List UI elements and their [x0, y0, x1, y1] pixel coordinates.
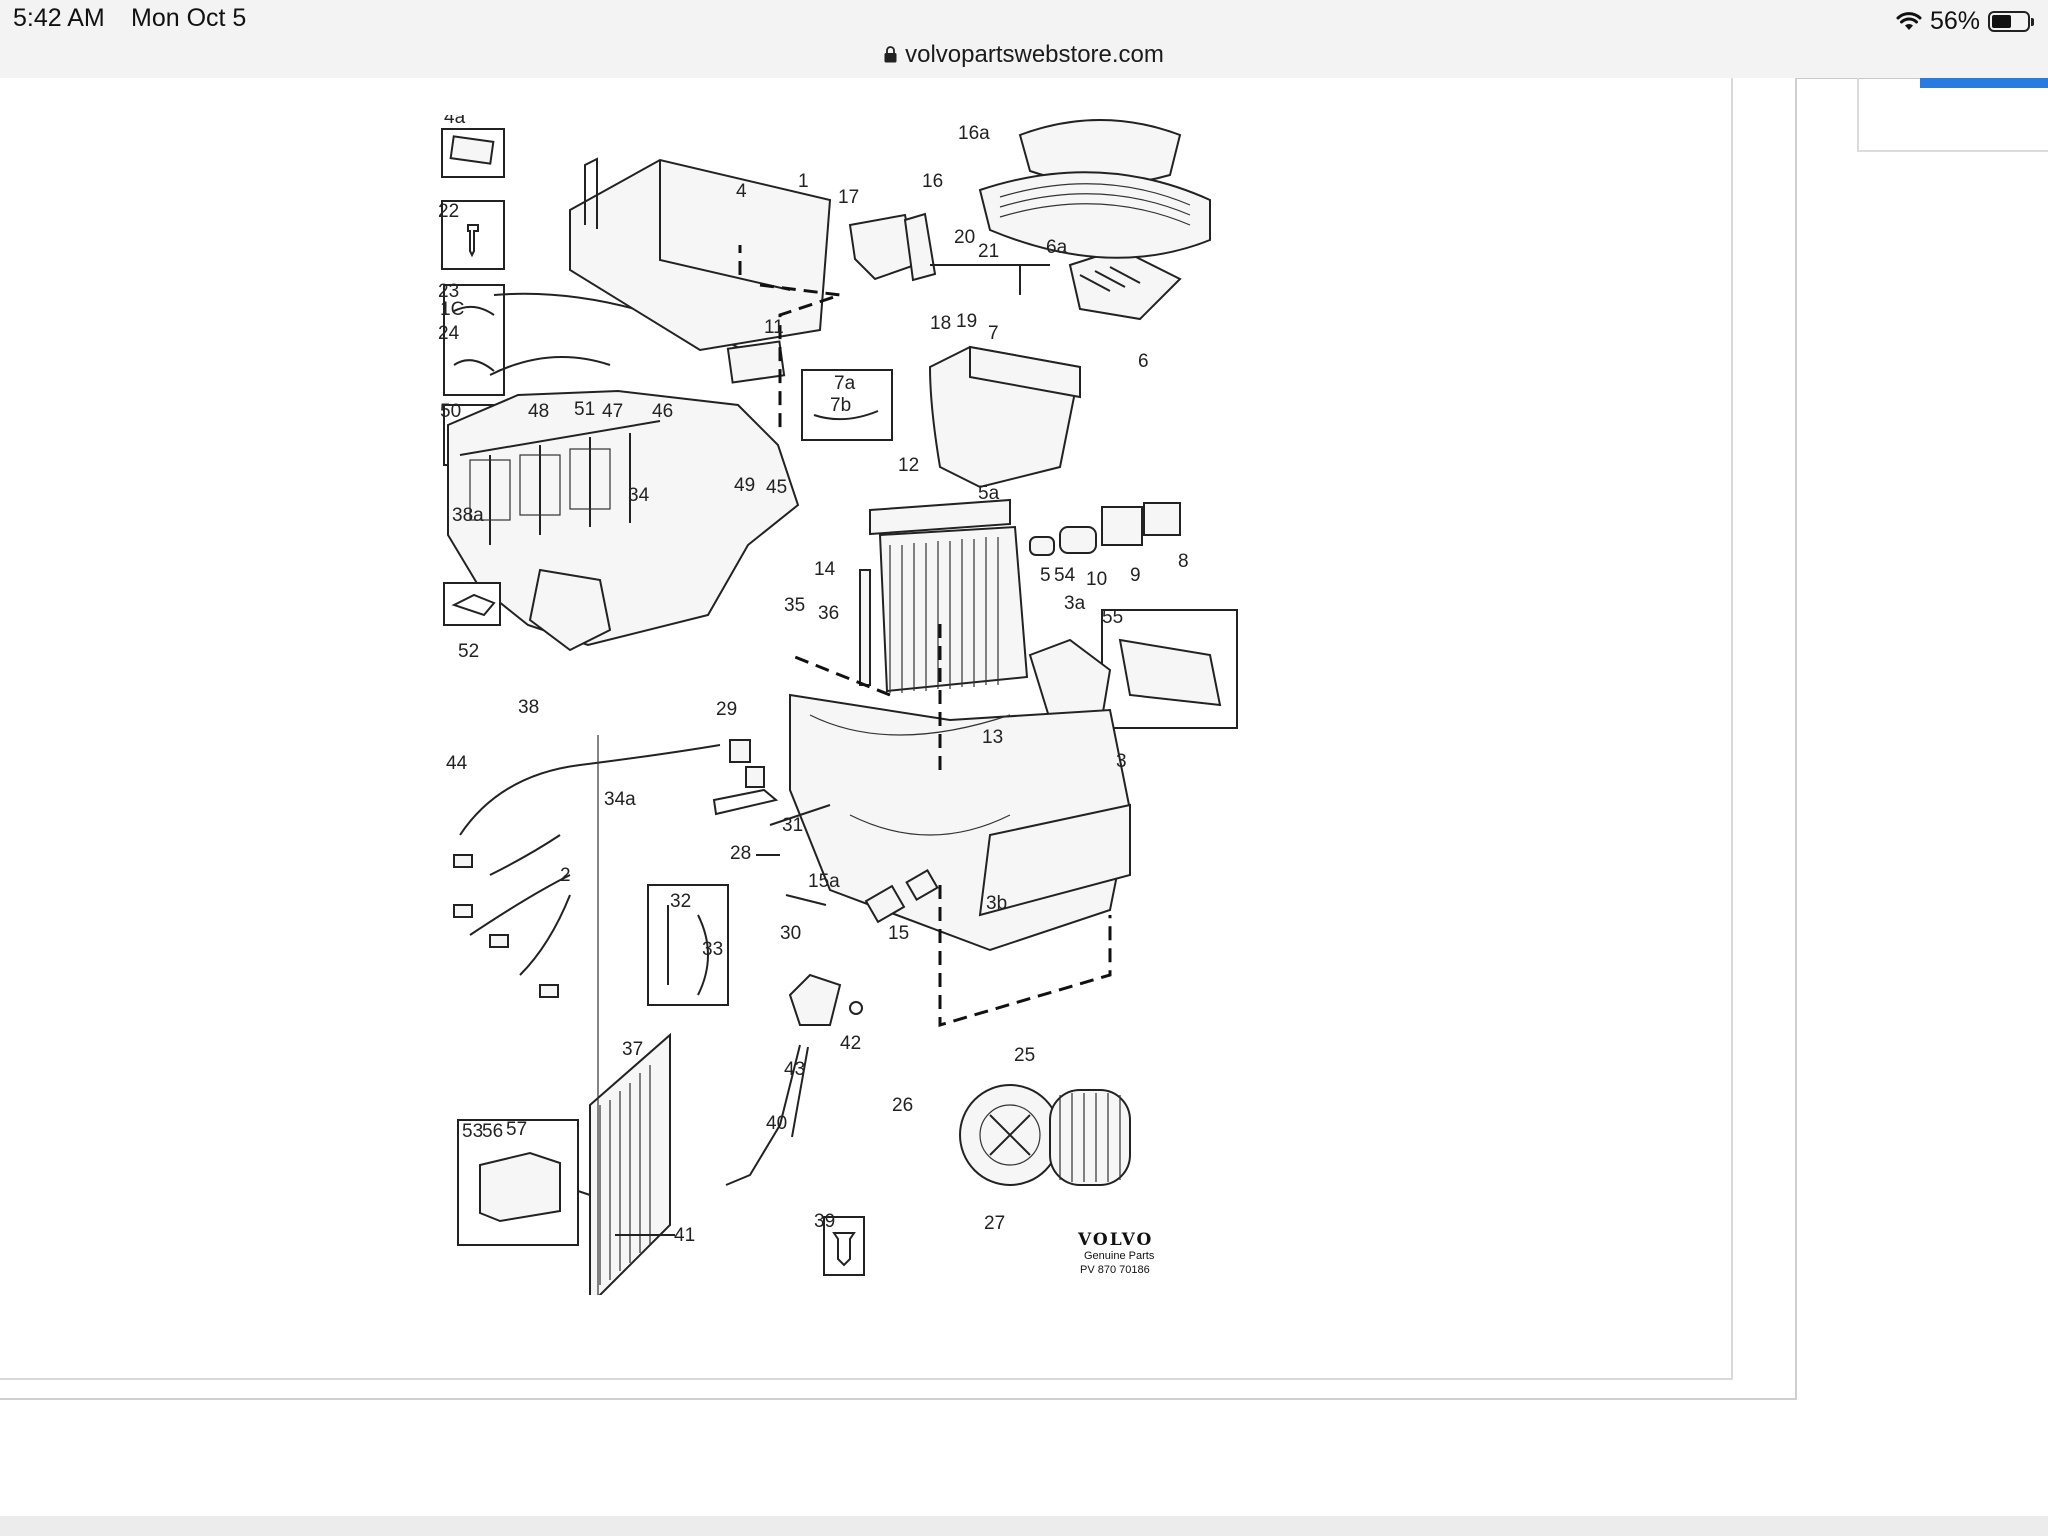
callout-label[interactable]: 7a [834, 373, 856, 394]
callout-label[interactable]: 1C [440, 299, 464, 320]
address-bar[interactable]: volvopartswebstore.com [0, 38, 2048, 72]
callout-label[interactable]: 25 [1014, 1045, 1035, 1066]
callout-label[interactable]: 3a [1064, 593, 1086, 614]
callout-label[interactable]: 15 [888, 923, 909, 944]
callout-label[interactable]: 54 [1054, 565, 1076, 586]
callout-label[interactable]: 3b [986, 893, 1007, 914]
content-frame [0, 78, 1733, 1380]
callout-label[interactable]: 21 [978, 241, 999, 262]
callout-label[interactable]: 17 [838, 187, 859, 208]
callout-label[interactable]: 43 [784, 1059, 805, 1080]
callout-label[interactable]: 24 [438, 323, 460, 344]
battery-fill [1992, 14, 2011, 28]
callout-label[interactable]: 16a [958, 123, 990, 144]
callout-label[interactable]: 56 [482, 1121, 503, 1142]
callout-label[interactable]: 4 [736, 181, 747, 202]
callout-label[interactable]: 34a [604, 789, 636, 810]
callout-label[interactable]: 6 [1138, 351, 1149, 372]
callout-label[interactable]: 47 [602, 401, 623, 422]
callout-label[interactable]: 23 [438, 281, 459, 302]
callout-label[interactable]: 7b [830, 395, 851, 416]
callout-label[interactable]: 45 [766, 477, 787, 498]
callout-label[interactable]: 10 [1086, 569, 1107, 590]
brand-part-number: PV 870 70186 [1080, 1264, 1150, 1276]
callout-label[interactable]: 13 [982, 727, 1003, 748]
callout-label[interactable]: 27 [984, 1213, 1005, 1234]
callout-label[interactable]: 53 [462, 1121, 483, 1142]
callout-label[interactable]: 11 [764, 317, 784, 338]
callout-label[interactable]: 16 [922, 171, 943, 192]
callout-label[interactable]: 46 [652, 401, 673, 422]
callout-label[interactable]: 19 [956, 311, 977, 332]
callout-label[interactable]: 2 [560, 865, 571, 886]
callout-label[interactable]: 29 [716, 699, 737, 720]
battery-percent: 56% [1929, 6, 1980, 35]
callout-label[interactable]: 39 [814, 1211, 835, 1232]
callout-label[interactable]: 40 [766, 1113, 787, 1134]
brand-subtitle: Genuine Parts [1084, 1250, 1155, 1262]
callout-label[interactable]: 3 [1116, 751, 1127, 772]
wifi-icon [1896, 12, 1922, 30]
lock-icon [884, 45, 897, 62]
callout-label[interactable]: 26 [892, 1095, 913, 1116]
callout-label[interactable]: 57 [506, 1119, 527, 1140]
callout-label[interactable]: 36 [818, 603, 839, 624]
status-date: Mon Oct 5 [131, 4, 247, 32]
callout-label[interactable]: 34 [628, 485, 650, 506]
callout-label[interactable]: 44 [446, 753, 468, 774]
callout-label[interactable]: 42 [840, 1033, 861, 1054]
callout-label[interactable]: 55 [1102, 607, 1123, 628]
callout-label[interactable]: 51 [574, 399, 595, 420]
callout-layer: 4a 22 23 1C 24 50 48 51 47 46 38a 34 52 … [438, 115, 1189, 1276]
parts-diagram[interactable]: 4a 22 23 1C 24 50 48 51 47 46 38a 34 52 … [430, 115, 1280, 1295]
url-text[interactable]: volvopartswebstore.com [905, 41, 1164, 68]
callout-label[interactable]: 1 [798, 171, 809, 192]
callout-label[interactable]: 4a [444, 115, 466, 128]
callout-label[interactable]: 48 [528, 401, 549, 422]
callout-label[interactable]: 9 [1130, 565, 1141, 586]
status-indicators: 56% [1896, 4, 2034, 38]
callout-label[interactable]: 30 [780, 923, 801, 944]
callout-label[interactable]: 8 [1178, 551, 1189, 572]
callout-label[interactable]: 7 [988, 323, 999, 344]
callout-label[interactable]: 49 [734, 475, 755, 496]
callout-label[interactable]: 15a [808, 871, 840, 892]
callout-label[interactable]: 14 [814, 559, 836, 580]
side-panel-accent [1920, 78, 2048, 88]
callout-label[interactable]: 18 [930, 313, 951, 334]
bottom-toolbar [0, 1516, 2048, 1536]
exploded-view-drawing [441, 119, 1238, 1295]
battery-icon [1988, 10, 2034, 32]
callout-label[interactable]: 28 [730, 843, 751, 864]
callout-label[interactable]: 31 [782, 815, 803, 836]
brand-name: VOLVO [1077, 1230, 1153, 1250]
callout-label[interactable]: 20 [954, 227, 975, 248]
callout-label[interactable]: 38a [452, 505, 484, 526]
callout-label[interactable]: 37 [622, 1039, 643, 1060]
side-panel [1857, 78, 2048, 152]
callout-label[interactable]: 52 [458, 641, 479, 662]
callout-label[interactable]: 38 [518, 697, 539, 718]
callout-label[interactable]: 41 [674, 1225, 695, 1246]
callout-label[interactable]: 35 [784, 595, 805, 616]
callout-label[interactable]: 32 [670, 891, 691, 912]
callout-label[interactable]: 5 [1040, 565, 1051, 586]
callout-label[interactable]: 6a [1046, 237, 1068, 258]
callout-label[interactable]: 50 [440, 401, 461, 422]
callout-label[interactable]: 22 [438, 201, 459, 222]
status-bar: 5:42 AM Mon Oct 5 volvopartswebstore.com… [0, 0, 2048, 79]
callout-label[interactable]: 12 [898, 455, 919, 476]
callout-label[interactable]: 5a [978, 483, 1000, 504]
callout-label[interactable]: 33 [702, 939, 723, 960]
status-time: 5:42 AM [13, 4, 105, 32]
